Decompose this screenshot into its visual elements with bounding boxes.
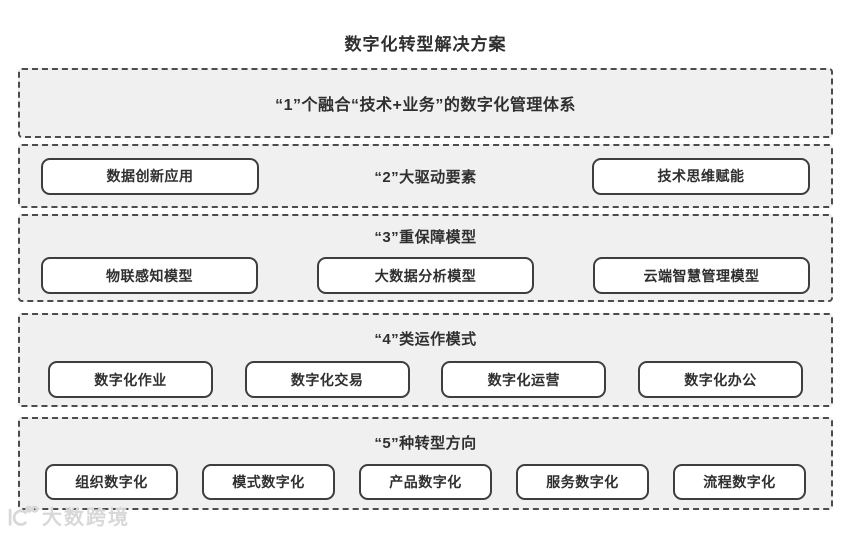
item-label: 数字化办公 xyxy=(684,371,757,388)
section-4-row: 数字化作业 数字化交易 数字化运营 数字化办公 xyxy=(20,361,831,398)
brand-watermark: 大数跨境 xyxy=(5,501,130,530)
section-transformation-directions: “5”种转型方向 组织数字化 模式数字化 产品数字化 服务数字化 流程数字化 xyxy=(18,417,833,510)
item-label: 产品数字化 xyxy=(389,474,462,490)
item-box-digital-office: 数字化办公 xyxy=(637,361,803,398)
item-box-digital-ops: 数字化运营 xyxy=(441,361,607,398)
section-operation-modes: “4”类运作模式 数字化作业 数字化交易 数字化运营 数字化办公 xyxy=(18,313,833,407)
item-box-bigdata-model: 大数据分析模型 xyxy=(317,257,534,294)
item-label: 大数据分析模型 xyxy=(374,267,477,284)
section-3-row: 物联感知模型 大数据分析模型 云端智慧管理模型 xyxy=(20,257,831,294)
item-box-service-digital: 服务数字化 xyxy=(516,464,649,500)
item-box-tech-thinking: 技术思维赋能 xyxy=(592,157,810,195)
item-label: 物联感知模型 xyxy=(106,267,193,284)
section-management-system: “1”个融合“技术+业务”的数字化管理体系 xyxy=(18,68,833,138)
section-driving-factors: 数据创新应用 “2”大驱动要素 技术思维赋能 xyxy=(18,144,833,208)
section-5-title: “5”种转型方向 xyxy=(374,435,477,452)
brand-name: 大数跨境 xyxy=(42,507,130,529)
item-box-digital-operation: 数字化作业 xyxy=(48,361,213,398)
section-2-title: “2”大驱动要素 xyxy=(374,168,477,186)
section-guarantee-models: “3”重保障模型 物联感知模型 大数据分析模型 云端智慧管理模型 xyxy=(18,214,833,302)
item-box-iot-model: 物联感知模型 xyxy=(41,257,258,294)
item-label: 模式数字化 xyxy=(232,474,305,490)
item-box-cloud-model: 云端智慧管理模型 xyxy=(593,257,810,294)
section-3-title: “3”重保障模型 xyxy=(374,229,477,246)
item-box-digital-trade: 数字化交易 xyxy=(244,361,410,398)
item-label: 数据创新应用 xyxy=(106,168,194,184)
item-box-data-innovation: 数据创新应用 xyxy=(41,157,259,195)
section-1-title: “1”个融合“技术+业务”的数字化管理体系 xyxy=(275,97,576,114)
item-label: 服务数字化 xyxy=(546,474,619,490)
item-label: 数字化作业 xyxy=(94,371,167,388)
item-label: 数字化运营 xyxy=(487,371,561,388)
item-label: 技术思维赋能 xyxy=(657,168,745,184)
item-label: 云端智慧管理模型 xyxy=(643,267,760,284)
item-box-mode-digital: 模式数字化 xyxy=(202,464,335,500)
item-box-product-digital: 产品数字化 xyxy=(359,464,492,500)
brand-logo-icon xyxy=(5,503,39,529)
item-box-process-digital: 流程数字化 xyxy=(673,464,806,500)
item-box-org-digital: 组织数字化 xyxy=(45,464,178,500)
section-5-row: 组织数字化 模式数字化 产品数字化 服务数字化 流程数字化 xyxy=(20,464,831,500)
item-label: 数字化交易 xyxy=(290,371,364,388)
section-4-title: “4”类运作模式 xyxy=(374,331,477,348)
item-label: 流程数字化 xyxy=(703,474,776,490)
item-label: 组织数字化 xyxy=(75,474,148,490)
diagram-title: 数字化转型解决方案 xyxy=(344,35,507,54)
